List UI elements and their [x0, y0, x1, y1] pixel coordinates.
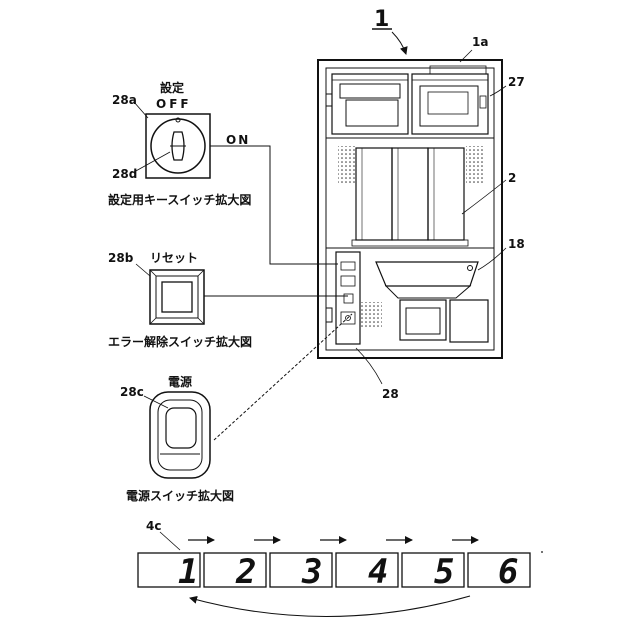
ref-2: 2	[508, 171, 516, 185]
display-digit-1: 1	[178, 552, 198, 592]
ref-27: 27	[508, 75, 525, 89]
middle-unit-2	[326, 138, 494, 248]
ref-28b: 28b	[108, 251, 134, 265]
leader-28	[356, 348, 382, 384]
ref-28c: 28c	[120, 385, 144, 399]
leader-2	[462, 180, 506, 214]
display-sequence: 4c 1 2 3 4 5 6	[138, 519, 543, 617]
leader-28c	[144, 396, 168, 408]
ref-4c: 4c	[146, 519, 161, 533]
reset-switch-detail: 28b リセット エラー解除スイッチ拡大図	[108, 251, 252, 349]
top-right-unit-27	[412, 74, 488, 134]
power-switch-caption: 電源スイッチ拡大図	[126, 488, 234, 503]
left-hinge-top	[326, 94, 332, 106]
display-digit-2: 2	[235, 552, 256, 592]
display-box-3	[270, 553, 332, 587]
lower-unit-18	[360, 262, 488, 342]
power-switch-frame	[150, 392, 210, 478]
leader-27	[490, 86, 506, 96]
power-switch-title: 電源	[168, 374, 192, 389]
key-switch-off-label: OFF	[156, 97, 192, 111]
reset-switch-frame	[150, 270, 204, 324]
return-arrow-icon	[190, 596, 470, 617]
ref-18: 18	[508, 237, 525, 251]
reset-switch-title: リセット	[150, 251, 198, 265]
switch-panel-28	[336, 252, 360, 344]
display-digit-5: 5	[434, 552, 454, 592]
key-switch-detail: 設定 OFF 28a 28d ON 設定用キースイッチ拡大図	[108, 80, 251, 207]
top-strip-1a	[430, 66, 486, 74]
ref-1a: 1a	[472, 35, 488, 49]
display-box-4	[336, 553, 398, 587]
key-switch-caption: 設定用キースイッチ拡大図	[108, 192, 251, 207]
display-digit-3: 3	[301, 552, 322, 592]
key-switch-title: 設定	[160, 80, 184, 95]
display-box-2	[204, 553, 266, 587]
connector-power-switch	[214, 314, 352, 440]
display-box-5	[402, 553, 464, 587]
leader-28b	[136, 264, 150, 276]
reset-button-icon	[162, 282, 192, 312]
power-rocker-icon	[166, 408, 196, 448]
display-digit-4: 4	[368, 552, 388, 592]
machine-cabinet	[318, 60, 502, 358]
top-left-unit	[332, 74, 408, 134]
display-digit-6: 6	[498, 552, 518, 592]
ref-28: 28	[382, 387, 399, 401]
figure-number-arrow	[392, 32, 406, 54]
leader-4c	[160, 532, 180, 550]
reset-switch-caption: エラー解除スイッチ拡大図	[108, 334, 252, 349]
ref-28d: 28d	[112, 167, 137, 181]
ref-28a: 28a	[112, 93, 137, 107]
key-switch-on-label: ON	[226, 133, 250, 147]
power-switch-detail: 電源 28c 電源スイッチ拡大図	[120, 374, 234, 503]
left-hinge-bottom	[326, 308, 332, 322]
